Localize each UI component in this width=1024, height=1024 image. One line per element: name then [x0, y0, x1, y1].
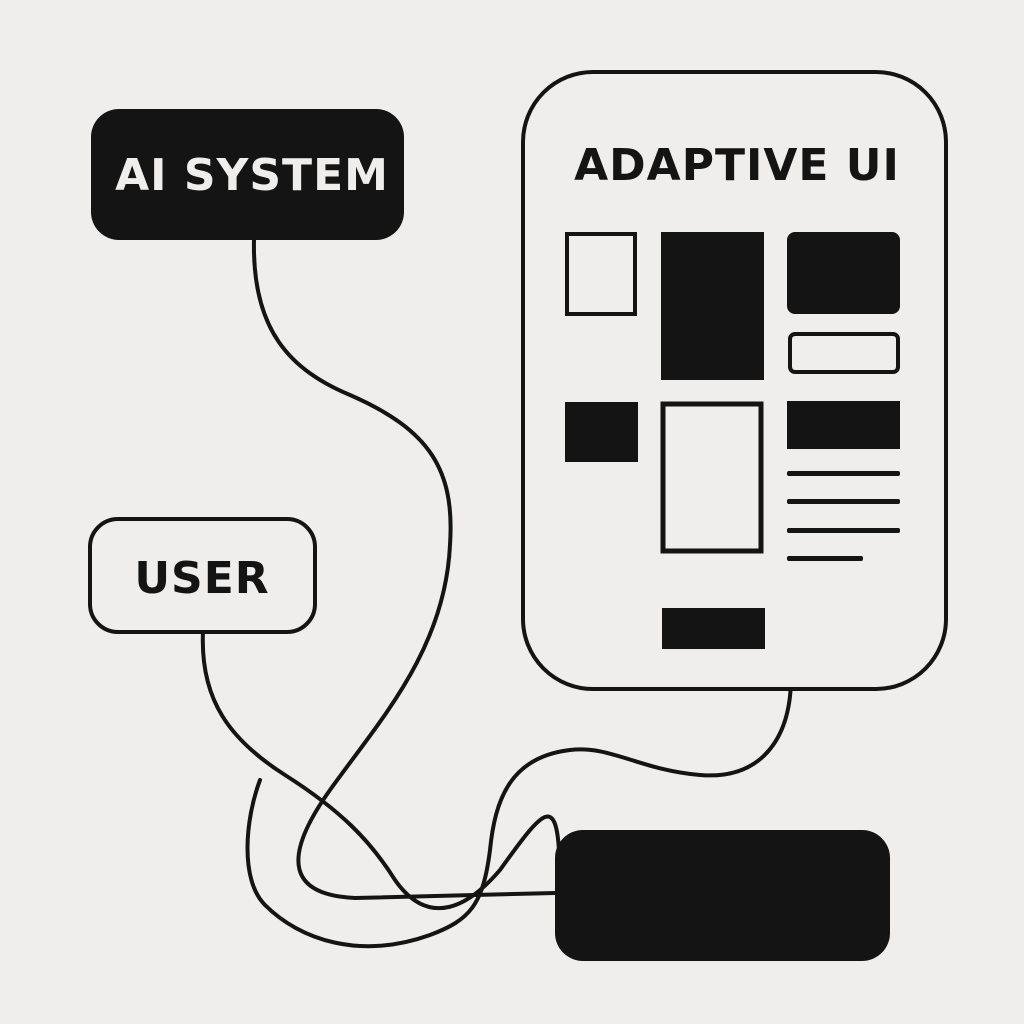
ui-widget-outlined-square — [565, 232, 637, 316]
ui-widget-filled-tall-rect — [661, 232, 764, 380]
ui-widget-filled-header-bar — [787, 401, 900, 449]
ai-system-label: AI SYSTEM — [115, 150, 389, 201]
ai-system-node[interactable]: AI SYSTEM — [91, 109, 404, 240]
ui-widget-text-line — [787, 528, 900, 533]
ui-widget-outlined-tall-rect — [660, 401, 764, 554]
ui-widget-filled-square — [565, 402, 638, 462]
connector-adaptive-ui-to-output — [245, 608, 900, 949]
connector-ai-system-to-output — [251, 238, 557, 901]
ui-widget-text-line — [787, 499, 900, 504]
adaptive-ui-panel[interactable]: ADAPTIVE UI — [521, 70, 948, 691]
ui-widget-filled-button — [662, 608, 765, 649]
ui-widget-filled-rounded-rect — [787, 232, 900, 314]
user-node[interactable]: USER — [88, 517, 317, 634]
ui-widget-text-line-short — [787, 556, 863, 561]
output-block-node[interactable] — [555, 830, 890, 961]
adaptive-ui-label: ADAPTIVE UI — [574, 140, 900, 191]
ui-widget-outlined-pill — [788, 332, 900, 374]
ui-widget-text-line — [787, 471, 900, 476]
user-label: USER — [134, 553, 269, 604]
connector-user-to-output — [200, 630, 562, 911]
